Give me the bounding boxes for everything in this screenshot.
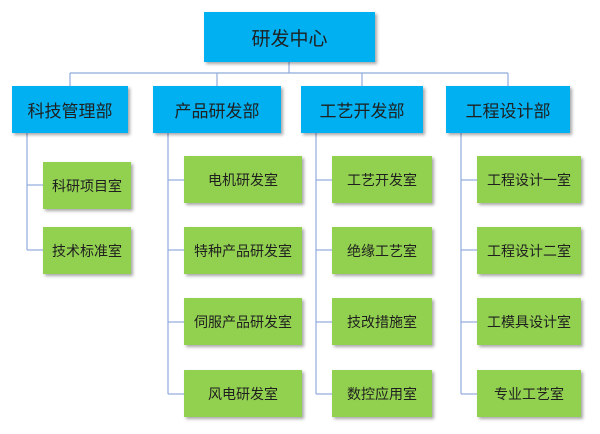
room-node: 工模具设计室 — [477, 298, 581, 345]
room-node: 工程设计一室 — [477, 156, 581, 203]
room-node: 绝缘工艺室 — [332, 227, 432, 274]
department-node-product-rd: 产品研发部 — [153, 86, 281, 133]
root-node: 研发中心 — [204, 12, 375, 62]
room-node: 专业工艺室 — [477, 370, 581, 417]
room-node: 特种产品研发室 — [184, 227, 302, 274]
room-node: 科研项目室 — [43, 162, 131, 209]
room-node: 数控应用室 — [332, 370, 432, 417]
room-node: 技改措施室 — [332, 298, 432, 345]
room-node: 技术标准室 — [43, 227, 131, 274]
room-node: 工程设计二室 — [477, 227, 581, 274]
room-node: 伺服产品研发室 — [184, 298, 302, 345]
department-node-engineering-design: 工程设计部 — [446, 86, 570, 133]
department-node-tech-management: 科技管理部 — [12, 86, 128, 133]
department-node-process-dev: 工艺开发部 — [301, 86, 423, 133]
room-node: 电机研发室 — [184, 156, 302, 203]
room-node: 风电研发室 — [184, 370, 302, 417]
room-node: 工艺开发室 — [332, 156, 432, 203]
